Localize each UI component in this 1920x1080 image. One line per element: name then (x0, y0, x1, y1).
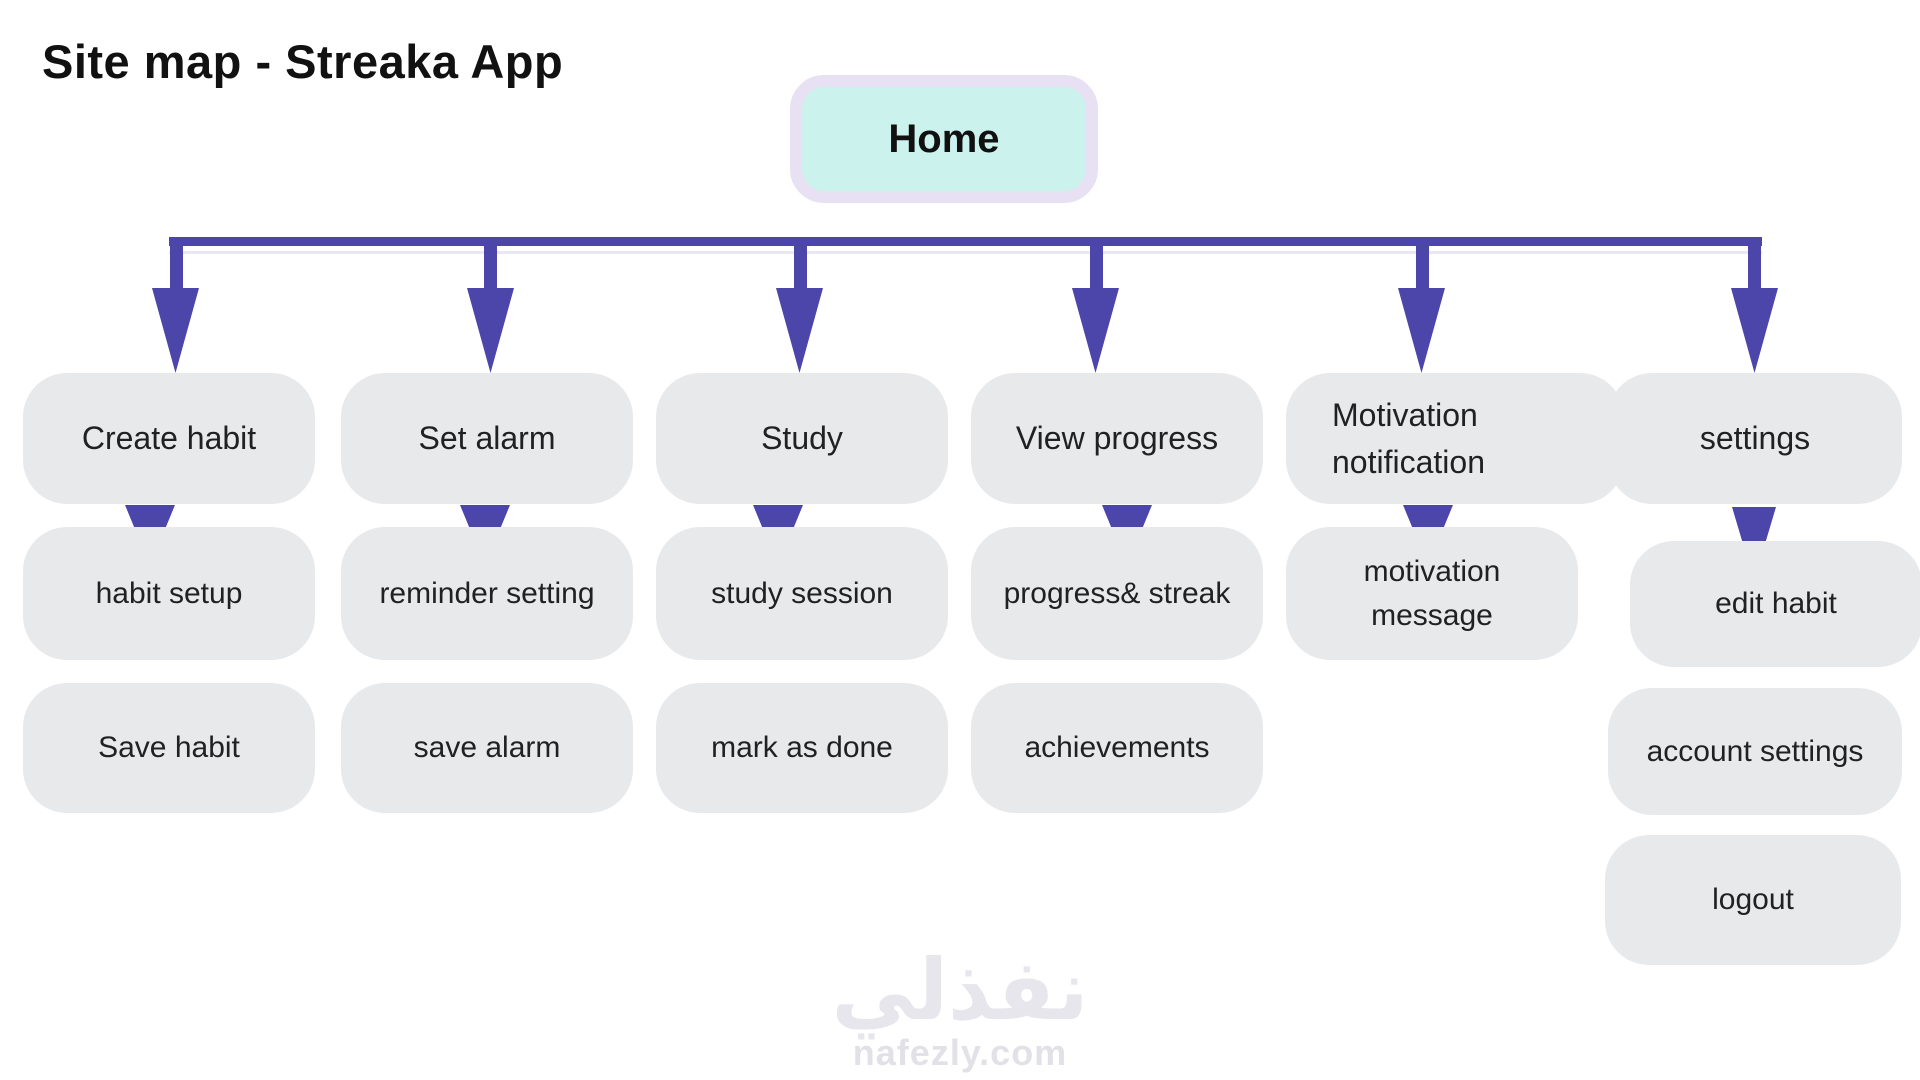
node-view-progress: View progress (971, 373, 1263, 504)
node-connector-trapezoid (1403, 505, 1453, 528)
node-motivation-message: motivation message (1286, 527, 1578, 660)
node-account-settings: account settings (1608, 688, 1902, 815)
column-connector-stem (170, 246, 183, 290)
node-progress-streak: progress& streak (971, 527, 1263, 660)
down-arrow-icon (776, 288, 823, 373)
watermark-arabic-logo: نفذلي (831, 943, 1089, 1037)
node-habit-setup: habit setup (23, 527, 315, 660)
down-arrow-icon (1398, 288, 1445, 373)
column-connector-stem (1416, 246, 1429, 290)
node-study: Study (656, 373, 948, 504)
page-title: Site map - Streaka App (42, 35, 564, 88)
node-home-label: Home (888, 116, 1000, 161)
down-arrow-icon (1731, 288, 1778, 373)
node-connector-trapezoid (460, 505, 510, 528)
node-connector-trapezoid (753, 505, 803, 528)
column-connector-stem (484, 246, 497, 290)
watermark-site-url: nafezly.com (852, 1032, 1068, 1073)
node-motivation-notification: Motivation notification (1286, 373, 1624, 504)
column-connector-stem (1748, 246, 1761, 290)
column-connector-stem (1090, 246, 1103, 290)
node-connector-trapezoid (1732, 507, 1776, 541)
node-logout: logout (1605, 835, 1901, 965)
down-arrow-icon (152, 288, 199, 373)
down-arrow-icon (467, 288, 514, 373)
trunk-connector-line (169, 237, 1762, 246)
node-study-session: study session (656, 527, 948, 660)
node-settings: settings (1608, 373, 1902, 504)
node-achievements: achievements (971, 683, 1263, 813)
node-reminder-setting: reminder setting (341, 527, 633, 660)
watermark: نفذلي nafezly.com (710, 948, 1210, 1074)
down-arrow-icon (1072, 288, 1119, 373)
node-home: Home (790, 75, 1098, 203)
node-save-habit: Save habit (23, 683, 315, 813)
column-connector-stem (794, 246, 807, 290)
node-edit-habit: edit habit (1630, 541, 1920, 667)
node-set-alarm: Set alarm (341, 373, 633, 504)
node-create-habit: Create habit (23, 373, 315, 504)
node-save-alarm: save alarm (341, 683, 633, 813)
node-connector-trapezoid (1102, 505, 1152, 528)
trunk-connector-shadow (169, 251, 1762, 254)
node-mark-as-done: mark as done (656, 683, 948, 813)
node-connector-trapezoid (125, 505, 175, 528)
